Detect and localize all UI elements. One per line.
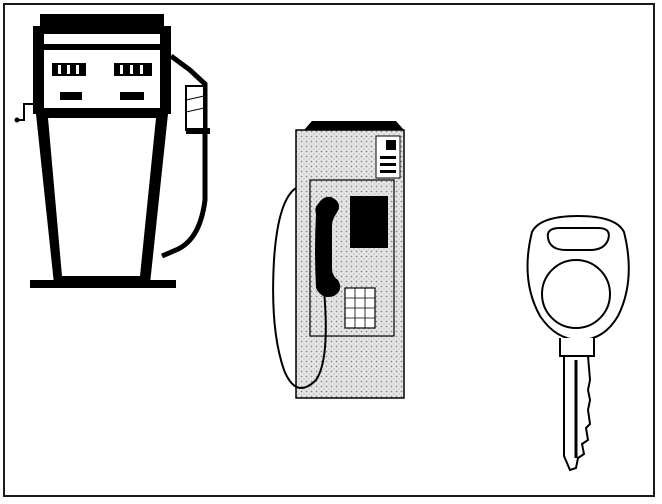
gas-pump-icon <box>14 14 210 288</box>
payphone-icon <box>272 121 405 399</box>
car-key-icon <box>526 214 630 472</box>
